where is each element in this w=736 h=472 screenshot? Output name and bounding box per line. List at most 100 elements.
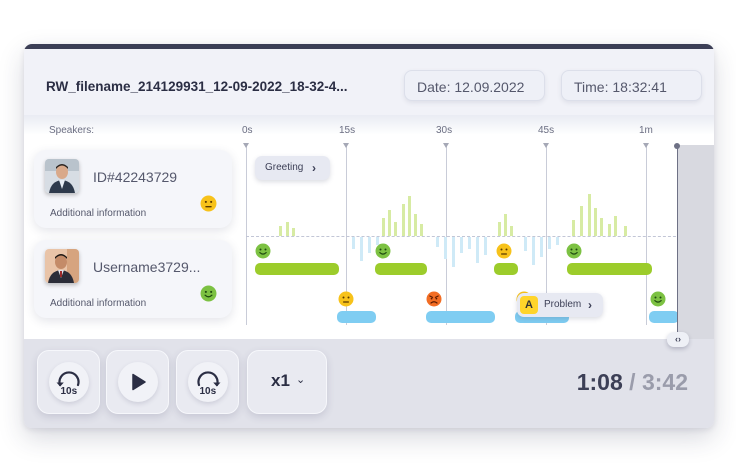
- waveform-bar: [614, 216, 617, 236]
- waveform-bar: [624, 226, 627, 236]
- tick-label-0s: 0s: [242, 125, 253, 136]
- waveform-bar: [414, 214, 417, 236]
- neutral-face-icon: [200, 195, 217, 217]
- speakers-label: Speakers:: [49, 125, 95, 136]
- waveform-bar: [504, 214, 507, 236]
- playback-speed-value: x1: [271, 371, 290, 390]
- neutral-face-icon: [338, 291, 354, 312]
- waveform-bar: [476, 237, 479, 263]
- waveform-bar: [532, 237, 535, 265]
- speech-segment-speaker-1[interactable]: [375, 263, 427, 275]
- timeline-area: Speakers: 0s 15s 30s 45s 1m: [24, 115, 714, 347]
- avatar: [45, 249, 79, 283]
- waveform-bar: [402, 204, 405, 236]
- speech-segment-speaker-2[interactable]: [649, 311, 679, 323]
- waveform-bar: [548, 237, 551, 249]
- greeting-tag-label: Greeting: [265, 162, 304, 173]
- waveform-bar: [452, 237, 455, 267]
- waveform-bar: [540, 237, 543, 257]
- header: RW_filename_214129931_12-09-2022_18-32-4…: [24, 49, 714, 115]
- waveform-bar: [352, 237, 355, 249]
- waveform-bar: [436, 237, 439, 247]
- waveform-bar: [484, 237, 487, 255]
- waveform-bar: [376, 237, 379, 245]
- call-player-card: RW_filename_214129931_12-09-2022_18-32-4…: [24, 44, 714, 428]
- waveform-bar: [292, 228, 295, 236]
- forward-seconds-label: 10s: [199, 386, 217, 397]
- rewind-seconds-label: 10s: [60, 386, 78, 397]
- waveform-bar: [572, 220, 575, 236]
- waveform-bar: [460, 237, 463, 253]
- forward-10s-button[interactable]: 10s: [176, 350, 239, 414]
- speech-segment-speaker-2[interactable]: [337, 311, 376, 323]
- rewind-icon: [56, 371, 80, 387]
- play-button[interactable]: [106, 350, 169, 414]
- speech-segment-speaker-2[interactable]: [426, 311, 495, 323]
- waveform-bar: [368, 237, 371, 253]
- problem-badge: A: [520, 296, 538, 314]
- angry-face-icon: [426, 291, 442, 312]
- smiling-face-icon: [375, 243, 391, 264]
- time-separator: /: [629, 369, 636, 395]
- gridline-1m: [643, 143, 649, 325]
- playback-speed-dropdown[interactable]: x1 ⌄: [247, 350, 327, 414]
- waveform-bar: [524, 237, 527, 251]
- waveform-bar: [286, 222, 289, 236]
- waveform-bar: [444, 237, 447, 259]
- smiling-face-icon: [566, 243, 582, 264]
- speaker-name: ID#42243729: [93, 169, 178, 185]
- playhead[interactable]: [677, 145, 678, 339]
- forward-icon: [196, 371, 220, 387]
- time-readout: 1:08 / 3:42: [577, 369, 688, 396]
- waveform-bar: [408, 196, 411, 236]
- play-icon: [131, 373, 146, 391]
- gridline-0s: [243, 143, 249, 325]
- playback-controls: 10s 10s x1 ⌄ 1:08 /: [24, 339, 714, 428]
- total-time: 3:42: [641, 369, 688, 395]
- waveform-bar: [594, 208, 597, 236]
- chevron-down-icon: ⌄: [296, 374, 306, 386]
- greeting-tag[interactable]: Greeting ›: [255, 156, 330, 180]
- date-field: Date: 12.09.2022: [404, 70, 545, 101]
- waveform-bar: [279, 226, 282, 236]
- current-time: 1:08: [576, 369, 623, 395]
- speaker-additional-info: Additional information: [50, 298, 147, 309]
- playhead-knob[interactable]: [674, 143, 680, 149]
- time-field: Time: 18:32:41: [561, 70, 702, 101]
- recording-filename: RW_filename_214129931_12-09-2022_18-32-4…: [46, 79, 348, 94]
- waveform-bar: [394, 222, 397, 236]
- speech-segment-speaker-1[interactable]: [567, 263, 652, 275]
- speaker-card-1[interactable]: ID#42243729 Additional information: [34, 150, 232, 228]
- unplayed-region: [677, 145, 714, 339]
- waveform-bar: [556, 237, 559, 245]
- speaker-additional-info: Additional information: [50, 208, 147, 219]
- waveform-bar: [588, 194, 591, 236]
- rewind-10s-button[interactable]: 10s: [37, 350, 100, 414]
- waveform-bar: [382, 218, 385, 236]
- waveform-bar: [468, 237, 471, 249]
- scrub-handle-arrows-icon[interactable]: ‹›: [667, 332, 689, 347]
- gridline-15s: [343, 143, 349, 325]
- waveform-bar: [510, 226, 513, 236]
- neutral-face-icon: [496, 243, 512, 264]
- waveform-bar: [420, 224, 423, 236]
- speech-segment-speaker-1[interactable]: [494, 263, 518, 275]
- problem-tag[interactable]: A Problem ›: [517, 293, 603, 317]
- waveform-bar: [498, 222, 501, 236]
- tick-label-30s: 30s: [436, 125, 453, 136]
- speaker-card-2[interactable]: Username3729... Additional information: [34, 240, 232, 318]
- gridline-30s: [443, 143, 449, 325]
- tick-label-45s: 45s: [538, 125, 555, 136]
- speaker-divider: [246, 236, 686, 237]
- waveform-bar: [600, 218, 603, 236]
- speaker-name: Username3729...: [93, 259, 201, 275]
- chevron-right-icon: ›: [312, 161, 316, 175]
- waveform-bar: [388, 210, 391, 236]
- smiling-face-icon: [255, 243, 271, 264]
- problem-tag-label: Problem: [544, 299, 582, 310]
- waveform-bar: [360, 237, 363, 261]
- tick-label-15s: 15s: [339, 125, 356, 136]
- avatar: [45, 159, 79, 193]
- smiling-face-icon: [650, 291, 666, 312]
- speech-segment-speaker-1[interactable]: [255, 263, 339, 275]
